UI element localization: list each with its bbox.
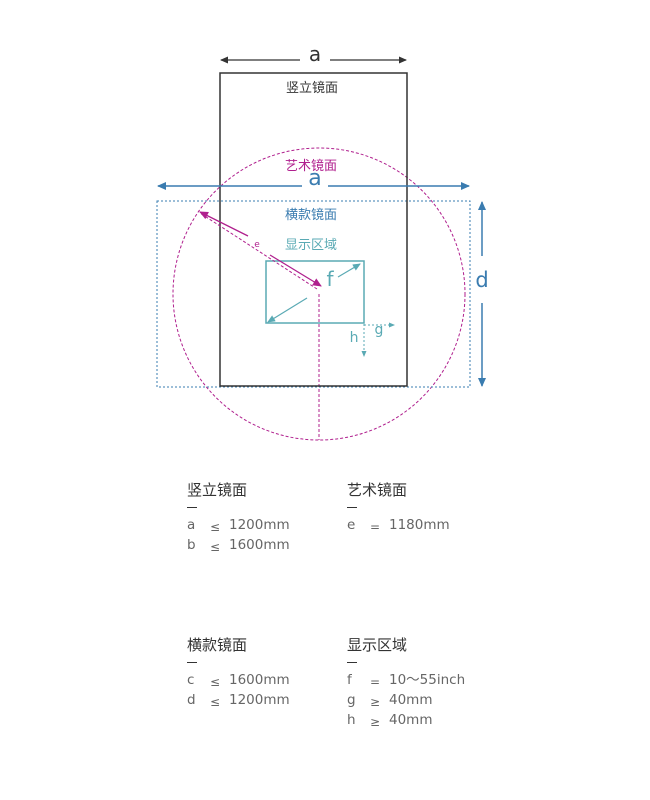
horizontal-mirror-label: 横款镜面 [285, 208, 337, 223]
spec-art-title: 艺术镜面 [347, 481, 408, 499]
dim-g-label: g [375, 322, 384, 338]
spec-operator: = [369, 520, 381, 534]
dim-a-top-label: a [309, 42, 321, 66]
spec-vertical-title: 竖立镜面 [187, 481, 248, 499]
spec-operator: = [369, 675, 381, 689]
horizontal-mirror-outline [156, 200, 471, 388]
art-mirror-circle [172, 147, 466, 441]
art-mirror-label: 艺术镜面 [285, 159, 337, 174]
spec-row: h ≥40mm [347, 710, 497, 730]
spec-variable: h [347, 712, 356, 728]
spec-variable: b [187, 537, 196, 553]
spec-variable: a [187, 517, 196, 533]
dim-e-label: e [254, 240, 260, 250]
spec-value: 40mm [389, 692, 433, 708]
dim-a-mid-label: a [308, 166, 321, 191]
spec-display-title: 显示区域 [347, 636, 408, 654]
spec-value: 1200mm [229, 692, 290, 708]
spec-row: b ≤1600mm [187, 535, 337, 555]
spec-divider [347, 507, 357, 508]
spec-variable: g [347, 692, 356, 708]
spec-operator: ≥ [369, 695, 381, 709]
spec-row: d ≤1200mm [187, 690, 337, 710]
spec-variable: e [347, 517, 356, 533]
spec-variable: f [347, 672, 352, 688]
spec-divider [347, 662, 357, 663]
spec-value: 1180mm [389, 517, 450, 533]
spec-variable: d [187, 692, 196, 708]
spec-value: 1200mm [229, 517, 290, 533]
spec-operator: ≤ [209, 540, 221, 554]
vertical-mirror-label: 竖立镜面 [286, 81, 338, 96]
dim-e-arrow-inward [269, 254, 322, 287]
spec-variable: c [187, 672, 195, 688]
spec-row: f = 10～55inch [347, 670, 497, 690]
display-area-label: 显示区域 [285, 238, 337, 253]
spec-display-area: 显示区域 f = 10～55inch g ≥40mm h ≥40mm [347, 635, 497, 730]
spec-row: c ≤1600mm [187, 670, 337, 690]
mirror-dimension-diagram: a a d e f g h 竖立镜面 艺术镜面 横款镜面 显示区域 [156, 42, 489, 441]
spec-value: 40mm [389, 712, 433, 728]
spec-horizontal-mirror: 横款镜面 c ≤1600mm d ≤1200mm [187, 635, 337, 710]
spec-divider [187, 662, 197, 663]
vertical-mirror-outline [219, 72, 408, 387]
spec-value: 1600mm [229, 672, 290, 688]
spec-horizontal-title: 横款镜面 [187, 636, 248, 654]
spec-value: 10～55inch [389, 672, 466, 688]
dim-f-label: f [326, 267, 334, 291]
dim-f-arrow-lower [267, 297, 308, 323]
dim-f-arrow-upper [337, 263, 361, 278]
spec-value: 1600mm [229, 537, 290, 553]
spec-row: e = 1180mm [347, 515, 497, 535]
display-area-outline [265, 260, 365, 324]
dim-e-arrow-outward [199, 211, 249, 237]
spec-row: a ≤1200mm [187, 515, 337, 535]
dim-d-label: d [475, 268, 488, 292]
dim-e-guide-dashed [199, 212, 318, 290]
spec-row: g ≥40mm [347, 690, 497, 710]
spec-art-mirror: 艺术镜面 e = 1180mm [347, 480, 497, 535]
spec-operator: ≥ [369, 715, 381, 729]
dim-h-label: h [350, 330, 359, 346]
spec-operator: ≤ [209, 695, 221, 709]
spec-operator: ≤ [209, 675, 221, 689]
spec-divider [187, 507, 197, 508]
spec-vertical-mirror: 竖立镜面 a ≤1200mm b ≤1600mm [187, 480, 337, 555]
spec-operator: ≤ [209, 520, 221, 534]
